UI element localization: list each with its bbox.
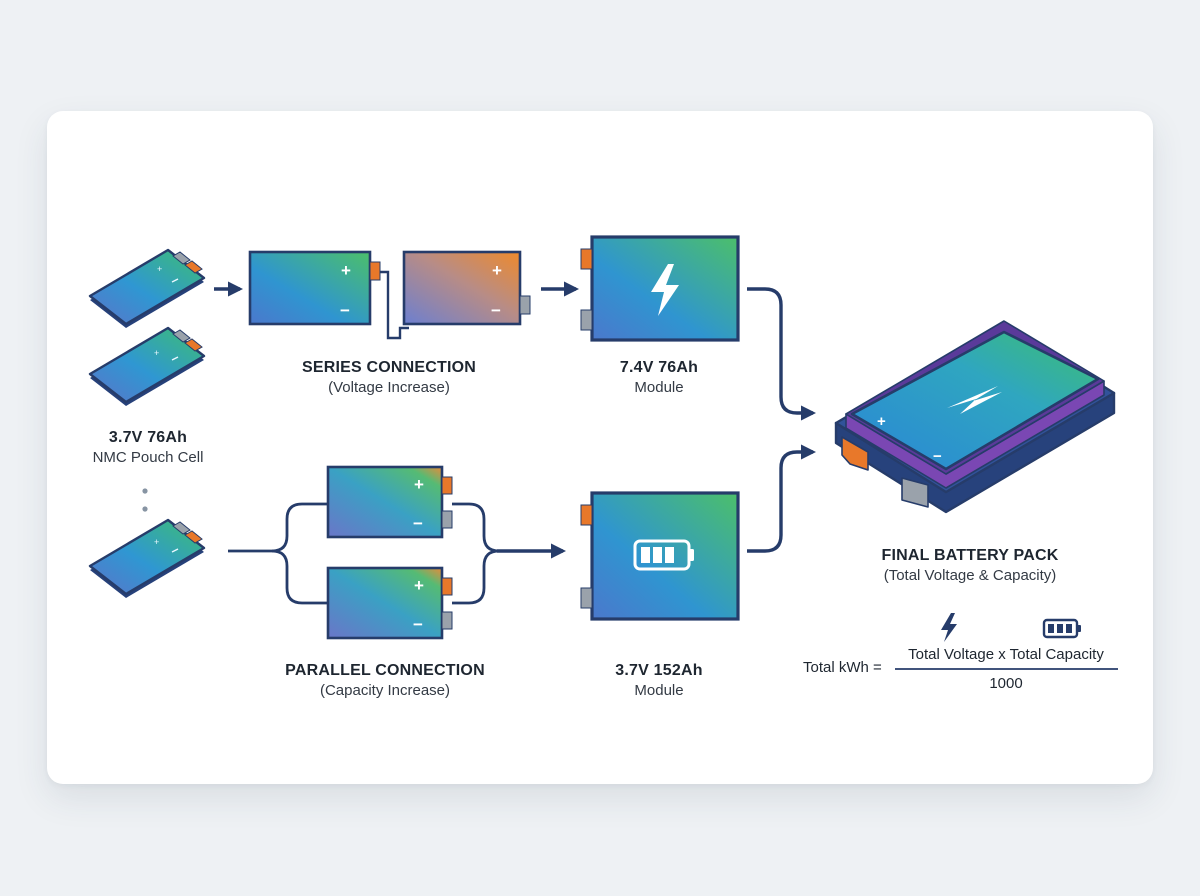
parallel-cell-bottom: + − (326, 566, 453, 640)
plus-sign: + (414, 576, 424, 595)
minus-sign: − (413, 615, 423, 634)
parallel-cell-top: + − (326, 465, 453, 539)
minus-sign: − (413, 514, 423, 533)
pack-minus-sign: − (933, 448, 942, 465)
series-cell-b: + − (402, 250, 531, 326)
parallel-wire-out-top (452, 502, 500, 553)
parallel-wire-in-bottom (271, 549, 328, 605)
cell-title: 3.7V 76Ah (108, 429, 188, 446)
series-link-wire (380, 270, 409, 340)
arrow-series-module-to-pack (747, 287, 817, 421)
pouch-cell-3: + (88, 518, 206, 598)
module-series-title: 7.4V 76Ah (619, 359, 699, 376)
cell-plus-sign: + (154, 348, 159, 358)
capacity-battery-icon (1042, 618, 1081, 639)
final-battery-pack: + − (834, 320, 1116, 514)
plus-sign: + (341, 261, 351, 280)
formula-numerator: Total Voltage x Total Capacity (908, 646, 1104, 663)
cell-label: 3.7V 76Ah NMC Pouch Cell (93, 427, 204, 468)
module-series (580, 235, 740, 342)
module-parallel (580, 491, 740, 621)
plus-sign: + (492, 261, 502, 280)
cell-subtitle: NMC Pouch Cell (92, 449, 204, 466)
battery-level-icon (633, 539, 694, 571)
series-title: SERIES CONNECTION (301, 359, 477, 376)
pack-title: FINAL BATTERY PACK (881, 547, 1059, 564)
series-label: SERIES CONNECTION (Voltage Increase) (302, 357, 476, 398)
voltage-lightning-icon (941, 613, 957, 642)
parallel-wire-in-top (228, 502, 328, 553)
series-cell-a: + − (248, 250, 381, 326)
formula-lhs: Total kWh = (803, 659, 882, 676)
pack-plus-sign: + (877, 413, 886, 430)
module-series-subtitle: Module (634, 379, 684, 396)
lightning-bolt-icon (651, 264, 679, 316)
pack-subtitle: (Total Voltage & Capacity) (883, 567, 1057, 584)
plus-sign: + (414, 475, 424, 494)
parallel-wire-out-bottom (452, 549, 500, 605)
minus-sign: − (340, 301, 350, 320)
module-parallel-title: 3.7V 152Ah (615, 662, 703, 679)
minus-sign: − (491, 301, 501, 320)
pack-label: FINAL BATTERY PACK (Total Voltage & Capa… (882, 545, 1059, 586)
parallel-label: PARALLEL CONNECTION (Capacity Increase) (285, 660, 485, 701)
module-parallel-subtitle: Module (634, 682, 684, 699)
formula-denominator: 1000 (989, 675, 1023, 692)
arrow-parallel-module-to-pack (747, 444, 817, 553)
cell-plus-sign: + (154, 537, 159, 547)
continuation-dots (142, 488, 148, 512)
module-parallel-label: 3.7V 152Ah Module (615, 660, 702, 701)
module-series-label: 7.4V 76Ah Module (620, 357, 698, 398)
pouch-cell-2: + (88, 326, 206, 406)
parallel-title: PARALLEL CONNECTION (285, 662, 485, 679)
series-subtitle: (Voltage Increase) (328, 379, 450, 396)
parallel-subtitle: (Capacity Increase) (319, 682, 451, 699)
pouch-cell-1: + (88, 248, 206, 328)
cell-plus-sign: + (157, 264, 162, 274)
